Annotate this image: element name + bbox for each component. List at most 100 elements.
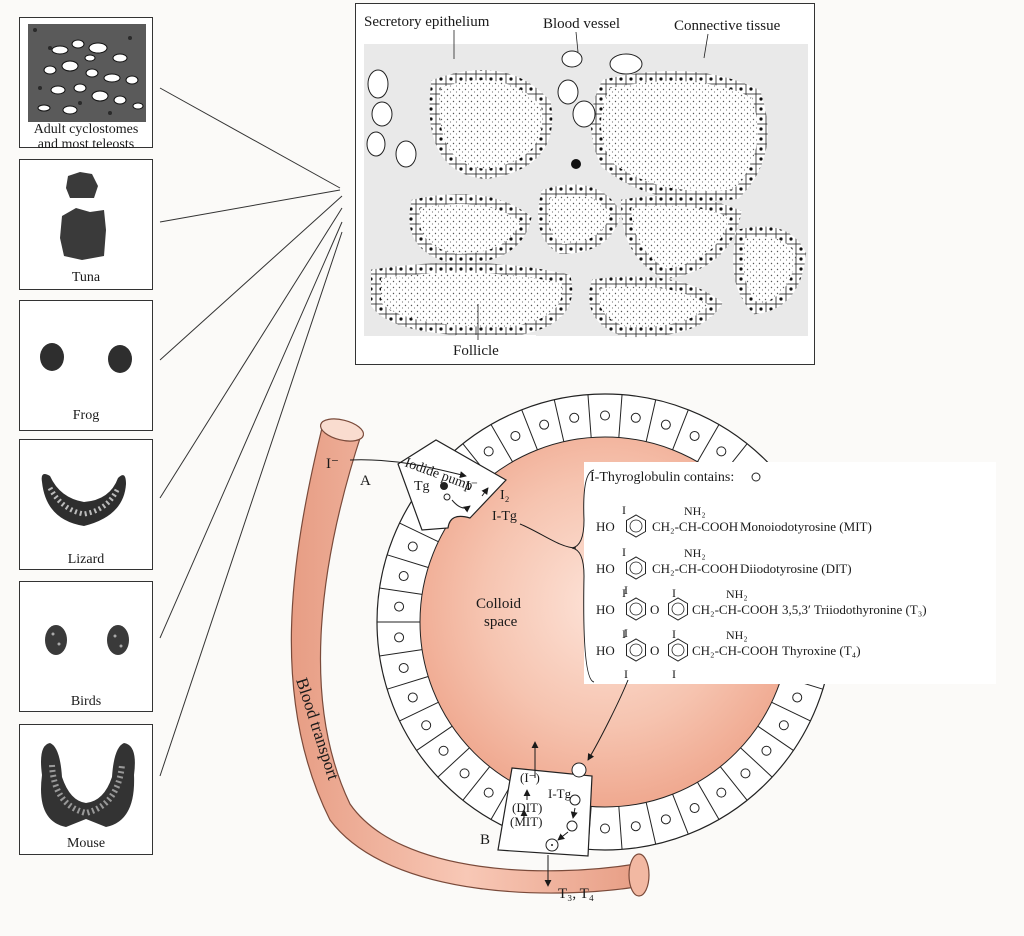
chem-iodo-top: I bbox=[622, 627, 626, 641]
chem-iodo-bottom: I bbox=[624, 583, 628, 597]
species-caption-cyclostomes-1: Adult cyclostomes bbox=[33, 122, 139, 137]
epithelial-cell-nucleus bbox=[483, 446, 494, 457]
species-caption-tuna: Tuna bbox=[71, 270, 101, 285]
benzene-ring-icon bbox=[626, 597, 646, 621]
label-point-b: B bbox=[480, 832, 490, 848]
compound-name: Monoiodotyrosine (MIT) bbox=[740, 519, 872, 534]
chem-iodo-top: I bbox=[622, 545, 626, 559]
epithelial-cell-wall bbox=[386, 676, 429, 690]
species-caption-birds: Birds bbox=[70, 694, 102, 709]
compound-formula: CH₂-CH-COOH bbox=[692, 602, 778, 617]
mouse-thyroid-image bbox=[41, 743, 135, 827]
epithelial-cell-wall bbox=[490, 424, 513, 463]
benzene-ring-icon-inner bbox=[629, 643, 643, 657]
benzene-ring-icon bbox=[668, 638, 688, 662]
label-t3-t4-output: T₃, T₄ bbox=[558, 886, 594, 902]
epithelial-cell-nucleus bbox=[438, 745, 449, 756]
benzene-ring-icon-inner bbox=[671, 643, 685, 657]
species-connector-lines bbox=[159, 87, 343, 777]
epithelial-cell-wall bbox=[437, 747, 470, 778]
label-connective-tissue: Connective tissue bbox=[674, 18, 781, 34]
chem-nh2: NH₂ bbox=[726, 628, 748, 642]
epithelial-cell-nucleus bbox=[569, 412, 580, 423]
epithelial-cell-nucleus bbox=[600, 823, 610, 834]
chem-ho: HO bbox=[596, 643, 615, 658]
cyclostome-thyroid-image bbox=[28, 24, 146, 122]
lizard-thyroid-image bbox=[41, 474, 126, 526]
label-iodide-ion: I⁻ bbox=[326, 456, 339, 472]
species-panel-mouse: Mouse bbox=[19, 724, 153, 855]
epithelial-cell-nucleus bbox=[689, 430, 700, 441]
epithelial-cell-wall bbox=[672, 794, 689, 835]
chem-ho: HO bbox=[596, 519, 615, 534]
epithelial-cell-nucleus bbox=[761, 745, 772, 756]
epithelial-cell-wall bbox=[416, 725, 453, 751]
chem-iodo-top-2: I bbox=[672, 586, 676, 600]
pathway-arrows bbox=[349, 459, 629, 887]
cell-b bbox=[497, 762, 593, 857]
benzene-ring-icon bbox=[626, 638, 646, 662]
epithelial-cell-wall bbox=[521, 409, 538, 450]
chem-iodo-bottom: I bbox=[624, 667, 628, 681]
epithelial-cell-wall bbox=[399, 701, 439, 722]
cell-a bbox=[397, 439, 507, 531]
species-panel-cyclostomes: Adult cyclostomes and most teleosts bbox=[19, 17, 153, 152]
epithelial-cell-nucleus bbox=[398, 662, 409, 673]
epithelial-cell-nucleus bbox=[407, 692, 418, 703]
epithelial-cell-nucleus bbox=[630, 821, 641, 832]
epithelial-cell-wall bbox=[771, 701, 811, 722]
compound-name: 3,5,3′ Triiodothyronine (T₃) bbox=[782, 602, 927, 617]
epithelial-cell-wall bbox=[462, 766, 491, 801]
compound-name: Thyroxine (T₄) bbox=[782, 643, 861, 658]
species-panel-tuna: Tuna bbox=[19, 159, 153, 290]
epithelial-cell-wall bbox=[618, 394, 623, 438]
label-colloid: Colloid bbox=[476, 596, 522, 612]
epithelial-cell-nucleus bbox=[778, 720, 789, 731]
benzene-ring-icon-inner bbox=[629, 602, 643, 616]
epithelial-cell-nucleus bbox=[394, 632, 405, 643]
epithelial-cell-wall bbox=[697, 424, 720, 463]
chem-oxy: O bbox=[650, 643, 659, 658]
epithelial-cell-wall bbox=[379, 587, 423, 595]
histology-panel: Secretory epithelium Blood vessel Connec… bbox=[355, 3, 815, 365]
epithelial-cell-nucleus bbox=[792, 692, 803, 703]
epithelial-cell-nucleus bbox=[660, 814, 671, 825]
epithelial-cell-wall bbox=[645, 802, 657, 845]
compound-formula: CH₂-CH-COOH bbox=[652, 561, 738, 576]
epithelial-cell-wall bbox=[697, 781, 720, 820]
epithelial-cell-nucleus bbox=[716, 446, 727, 457]
compound-name: Diiodotyrosine (DIT) bbox=[740, 561, 852, 576]
epithelial-cell-wall bbox=[719, 766, 748, 801]
chem-nh2: NH₂ bbox=[726, 587, 748, 601]
chem-ho: HO bbox=[596, 561, 615, 576]
epithelial-cell-wall bbox=[757, 725, 794, 751]
epithelial-cell-wall bbox=[618, 806, 623, 850]
label-b-dit: (DIT) bbox=[512, 800, 542, 815]
epithelial-cell-wall bbox=[740, 747, 773, 778]
epithelial-cell-nucleus bbox=[510, 430, 521, 441]
label-b-iodide: (I⁻) bbox=[520, 770, 540, 785]
chem-iodo-top-2: I bbox=[672, 627, 676, 641]
epithelial-cell-nucleus bbox=[407, 541, 418, 552]
epithelial-cell-nucleus bbox=[459, 768, 470, 779]
chem-iodo-bottom: I bbox=[624, 626, 628, 640]
chemistry-panel bbox=[584, 462, 996, 684]
species-panel-birds: Birds bbox=[19, 581, 153, 712]
label-follicle: Follicle bbox=[453, 343, 499, 359]
epithelial-cell-wall bbox=[399, 522, 439, 543]
epithelial-cell-wall bbox=[672, 409, 689, 450]
benzene-ring-icon bbox=[626, 514, 646, 538]
label-tg: Tg bbox=[414, 479, 430, 494]
label-cell-iodide: I⁻ bbox=[466, 479, 478, 494]
epithelial-cell-nucleus bbox=[600, 410, 610, 421]
epithelial-cell-nucleus bbox=[740, 768, 751, 779]
label-b-itg: I-Tg bbox=[548, 786, 572, 801]
follicle-histology-image: Secretory epithelium Blood vessel Connec… bbox=[364, 14, 808, 359]
label-blood-vessel: Blood vessel bbox=[543, 16, 620, 32]
chem-oxy: O bbox=[650, 602, 659, 617]
epithelial-cell-wall bbox=[645, 399, 657, 442]
epithelial-cell-wall bbox=[587, 394, 592, 438]
bird-thyroid-image bbox=[45, 625, 129, 655]
